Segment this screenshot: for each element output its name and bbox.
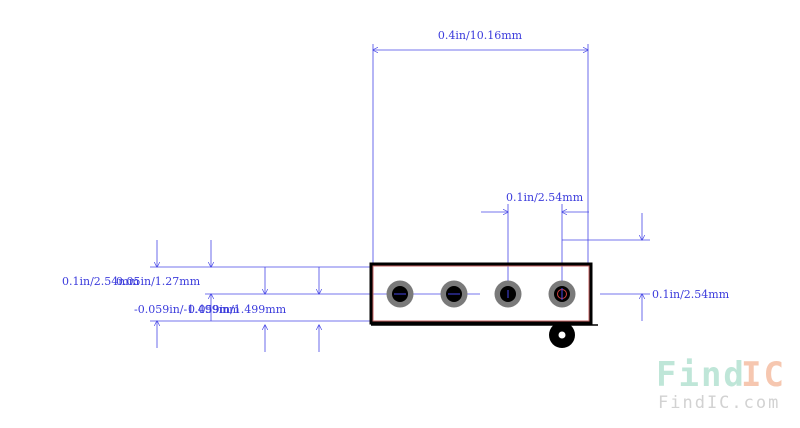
pin1-marker [549, 322, 575, 348]
dimension-left-group [150, 240, 480, 352]
dimension-label-pin-pitch: 0.1in/2.54mm [506, 191, 584, 204]
dimension-label-left-half: 0.05in/1.27mm [116, 275, 201, 288]
dimension-right-pitch [562, 213, 650, 321]
watermark-url: FindIC.com [658, 393, 780, 413]
pin-pad [494, 280, 522, 308]
dimension-label-left-offset-a: -0.059in/-1.499mm [134, 303, 240, 316]
pin-pad [548, 280, 576, 308]
pin-pad [440, 280, 468, 308]
watermark-logo: Find IC FindIC.com [656, 355, 786, 413]
dimension-pin-pitch [481, 204, 589, 294]
dimension-label-top-width: 0.4in/10.16mm [438, 29, 523, 42]
courtyard-outline [372, 265, 590, 322]
pin-pad [386, 280, 414, 308]
dimension-label-right-pitch: 0.1in/2.54mm [652, 288, 730, 301]
component-outline [369, 262, 593, 325]
watermark-brand-find: Find [656, 355, 746, 395]
watermark-brand-ic: IC [741, 355, 786, 395]
dimension-label-left-height: 0.1in/2.54mm [62, 275, 140, 288]
dimension-top-width [373, 44, 588, 266]
dimension-label-left-offset-b: 0.059in/1.499mm [188, 303, 287, 316]
